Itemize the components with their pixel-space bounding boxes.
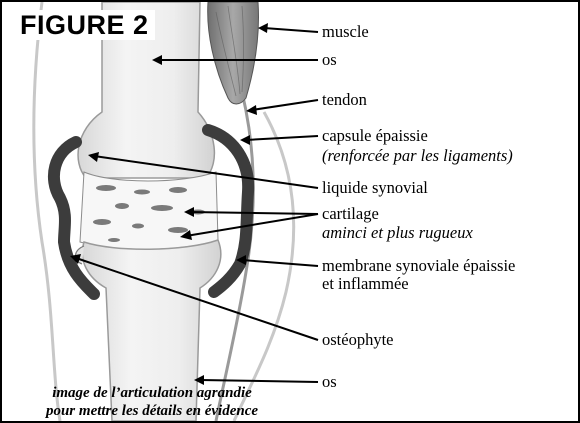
label-cartilage-note: aminci et plus rugueux <box>322 224 473 242</box>
soft-tissue-outline <box>34 2 60 421</box>
label-capsule: capsule épaissie <box>322 127 428 145</box>
label-muscle: muscle <box>322 23 369 41</box>
caption-line2: pour mettre les détails en évidence <box>2 403 302 420</box>
label-capsule-note: (renforcée par les ligaments) <box>322 147 513 165</box>
label-membrane-line2: et inflammée <box>322 275 409 293</box>
label-os-bottom: os <box>322 373 337 391</box>
figure-title: FIGURE 2 <box>18 10 155 40</box>
label-osteophyte: ostéophyte <box>322 331 394 349</box>
label-cartilage: cartilage <box>322 205 379 223</box>
label-liquide-synovial: liquide synovial <box>322 179 428 197</box>
caption-line1: image de l’articulation agrandie <box>2 385 302 402</box>
muscle-shape <box>208 2 259 104</box>
label-tendon: tendon <box>322 91 367 109</box>
label-membrane-line1: membrane synoviale épaissie <box>322 257 515 275</box>
label-os-top: os <box>322 51 337 69</box>
